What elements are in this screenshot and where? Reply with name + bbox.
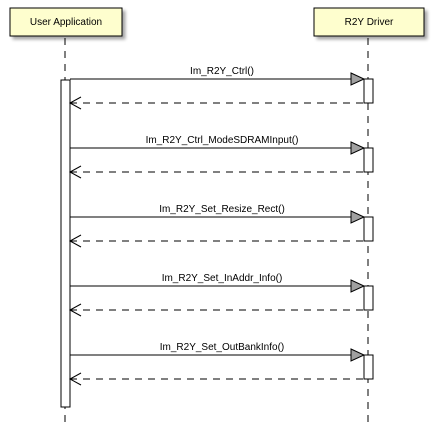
activation-bar-r2y-driver xyxy=(363,147,374,173)
participant-label: User Application xyxy=(30,17,102,28)
message-label: Im_R2Y_Set_InAddr_Info() xyxy=(162,273,283,284)
return-arrowhead xyxy=(68,234,82,248)
return-arrowhead xyxy=(68,372,82,386)
call-arrowhead xyxy=(350,72,366,86)
call-arrowhead xyxy=(350,141,366,155)
activation-bar-user-application xyxy=(60,79,71,408)
participant-label: R2Y Driver xyxy=(345,17,394,28)
message-label: Im_R2Y_Ctrl() xyxy=(190,66,254,77)
message-pair: Im_R2Y_Ctrl() xyxy=(68,66,374,110)
message-pair: Im_R2Y_Set_OutBankInfo() xyxy=(68,342,374,386)
activation-bar-r2y-driver xyxy=(363,285,374,311)
call-arrowhead xyxy=(350,348,366,362)
participant-r2y-driver: R2Y Driver xyxy=(313,7,425,37)
message-list: Im_R2Y_Ctrl() Im_R2Y_Ctrl_ModeSDRAMInput(… xyxy=(68,66,374,386)
message-label: Im_R2Y_Set_OutBankInfo() xyxy=(160,342,285,353)
message-pair: Im_R2Y_Set_InAddr_Info() xyxy=(68,273,374,317)
return-arrowhead xyxy=(68,165,82,179)
message-pair: Im_R2Y_Set_Resize_Rect() xyxy=(68,204,374,248)
activation-bar-r2y-driver xyxy=(363,78,374,104)
call-arrowhead xyxy=(350,279,366,293)
participant-user-application: User Application xyxy=(9,7,123,37)
participant-box xyxy=(313,7,425,37)
message-pair: Im_R2Y_Ctrl_ModeSDRAMInput() xyxy=(68,135,374,179)
participant-box xyxy=(9,7,123,37)
activation-bar-r2y-driver xyxy=(363,354,374,380)
return-arrowhead xyxy=(68,303,82,317)
call-arrowhead xyxy=(350,210,366,224)
message-label: Im_R2Y_Ctrl_ModeSDRAMInput() xyxy=(146,135,299,146)
activation-bar-r2y-driver xyxy=(363,216,374,242)
return-arrowhead xyxy=(68,96,82,110)
message-label: Im_R2Y_Set_Resize_Rect() xyxy=(159,204,285,215)
